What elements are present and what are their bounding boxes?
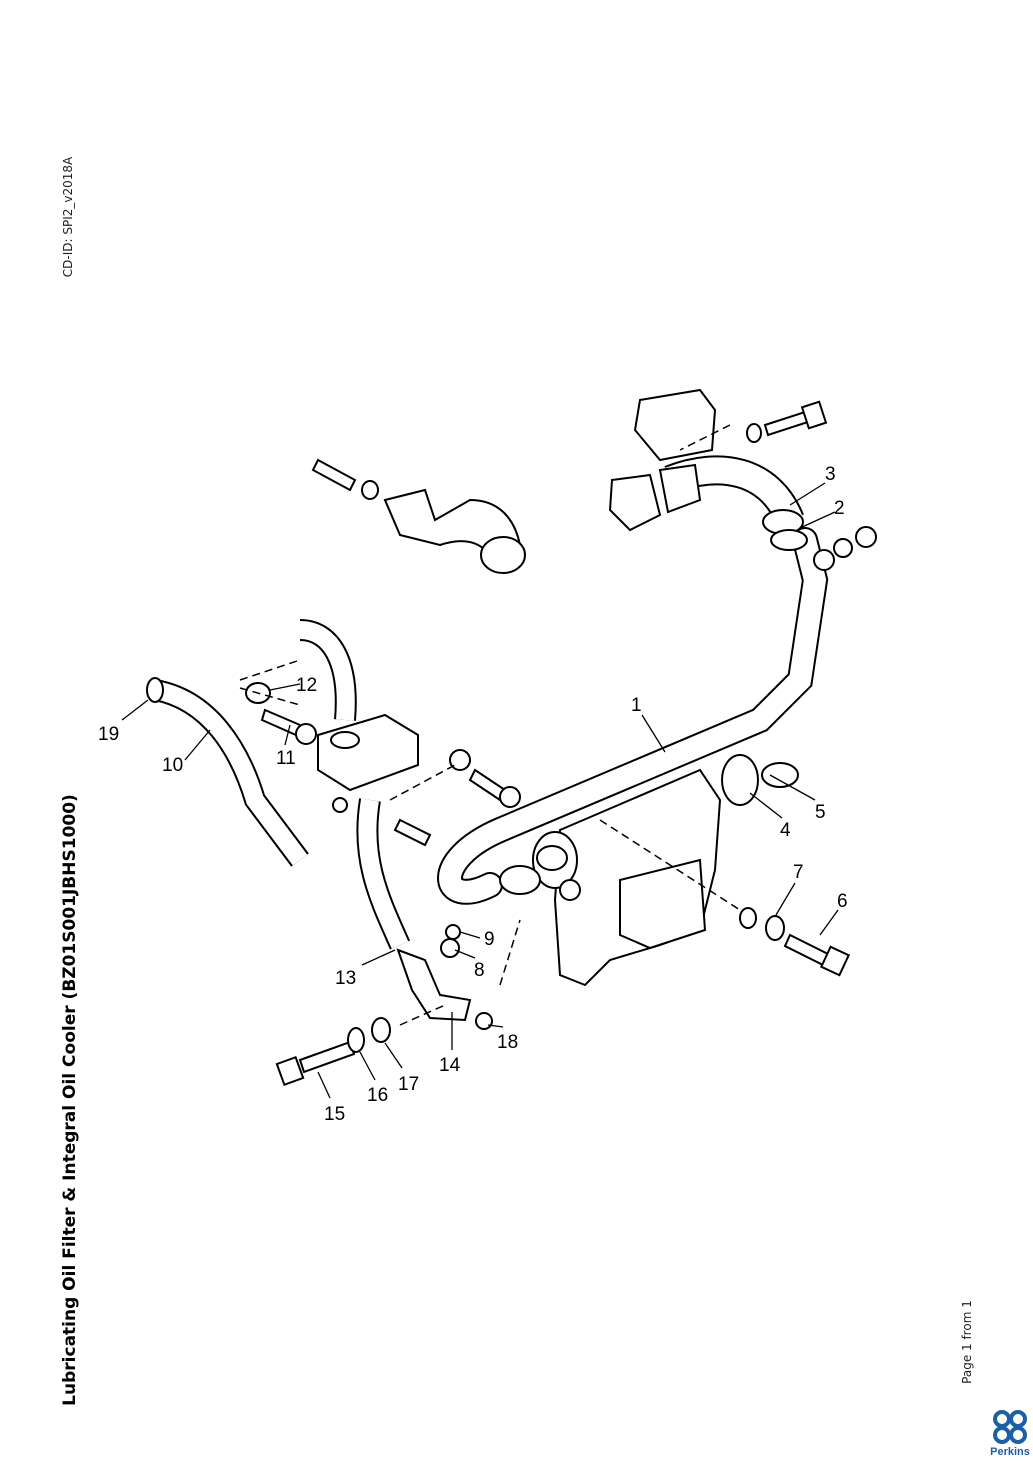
callout-7: 7	[793, 862, 804, 883]
callout-5: 5	[815, 802, 826, 823]
callout-4: 4	[780, 820, 791, 841]
callout-16: 16	[367, 1085, 388, 1106]
perkins-emblem-icon	[993, 1410, 1027, 1444]
callout-10: 10	[162, 755, 183, 776]
leader-lines	[121, 482, 839, 1099]
callouts: 1 2 3 4 5 6 7 8 9 10 11 12 13 14 15 16 1…	[98, 464, 848, 1125]
callout-9: 9	[484, 929, 495, 950]
hose-clamps	[499, 509, 877, 895]
callout-13: 13	[335, 968, 356, 989]
callout-14: 14	[439, 1055, 461, 1076]
hose-13	[356, 798, 411, 950]
callout-17: 17	[398, 1074, 419, 1095]
callout-2: 2	[834, 498, 845, 519]
callout-19: 19	[98, 724, 119, 745]
callout-1: 1	[631, 695, 642, 716]
callout-15: 15	[324, 1104, 345, 1125]
callout-18: 18	[497, 1032, 518, 1053]
perkins-logo: Perkins	[988, 1410, 1032, 1458]
callout-8: 8	[474, 960, 485, 981]
hose-10	[146, 677, 309, 867]
callout-12: 12	[296, 675, 317, 696]
callout-11: 11	[276, 748, 296, 769]
bolt-top-right	[746, 400, 828, 443]
callout-3: 3	[825, 464, 836, 485]
bolt-6	[739, 907, 851, 977]
logo-wordmark: Perkins	[990, 1446, 1030, 1458]
elbow-pipe-top	[311, 458, 526, 574]
callout-6: 6	[837, 891, 848, 912]
fitting-14-and-bolt	[275, 924, 493, 1087]
